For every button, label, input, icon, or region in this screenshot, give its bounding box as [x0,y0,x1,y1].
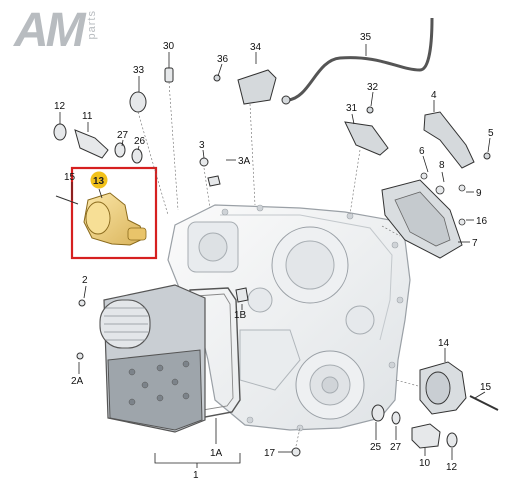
part-13-highlighted [83,192,147,246]
callout-12-left: 12 [54,101,66,112]
callout-4: 4 [431,90,437,101]
am-parts-logo: AM parts [14,6,98,56]
callout-25: 25 [370,442,382,453]
callout-5: 5 [488,128,494,139]
pipe-35 [281,17,434,105]
highlight-box [70,166,158,260]
cover-7 [381,172,466,259]
bracket-4 [423,111,491,169]
callout-10: 10 [419,458,431,469]
shaft-10 [371,404,458,449]
callout-13-highlighted: 13 [93,176,105,187]
callout-2: 2 [82,275,88,286]
callout-26: 26 [134,136,146,147]
callout-12-right: 12 [446,462,458,473]
callout-27-left: 27 [117,130,129,141]
callout-9: 9 [476,188,482,199]
callout-7: 7 [472,238,478,249]
logo-subtext: parts [85,10,98,40]
flange-14 [419,361,499,415]
guide-lines [137,81,419,447]
bracket-34 [213,69,277,105]
logo-text: AM [14,4,86,57]
gearbox-housing [167,204,411,432]
callout-1b: 1B [234,310,247,321]
callout-11: 11 [82,111,93,122]
callout-15-left: 15 [64,172,76,183]
callout-1: 1 [193,470,199,481]
callout-17: 17 [264,448,276,459]
leader-lines [59,44,491,468]
callout-2a: 2A [71,376,84,387]
small-parts [53,67,301,457]
callout-8: 8 [439,160,445,171]
callout-32: 32 [367,82,379,93]
callout-30: 30 [163,41,175,52]
callout-15-right: 15 [480,382,492,393]
callout-1a: 1A [210,448,223,459]
callout-33: 33 [133,65,145,76]
callout-36: 36 [217,54,229,65]
callout-6: 6 [419,146,425,157]
bracket-31 [344,106,389,156]
callout-31: 31 [346,103,358,114]
highlight-badge [90,171,108,189]
callout-labels: 30 34 35 36 33 32 4 31 12 11 27 26 5 3 3… [54,32,494,481]
callout-35: 35 [360,32,372,43]
callout-3a: 3A [238,156,251,167]
callout-14: 14 [438,338,450,349]
callout-3: 3 [199,140,205,151]
mechatronic-unit [99,284,206,433]
callout-34: 34 [250,42,262,53]
callout-16: 16 [476,216,488,227]
callout-27-right: 27 [390,442,402,453]
